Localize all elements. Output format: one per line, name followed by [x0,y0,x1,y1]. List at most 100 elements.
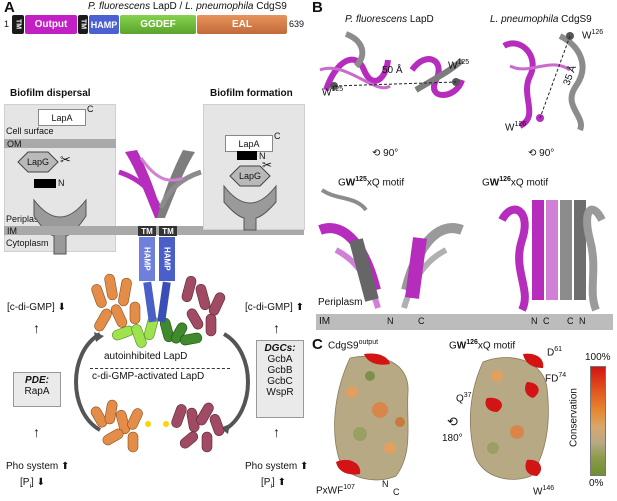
lapa-c-left: C [87,104,94,114]
scissors-icon: ✂ [60,152,71,167]
scale-top-label: 100% [585,352,611,363]
panel-a-letter: A [4,0,15,16]
om-label: OM [7,139,22,149]
rotate-icon: ⟲ [372,148,381,159]
pi-right-label: [Pi] ⬆ [261,477,286,490]
lapd-top-view-ribbon [319,31,465,98]
cycle-arrow-right [220,332,250,434]
lapd-periplasmic-shape-right [223,184,277,231]
motif-left-post: xQ motif [366,177,405,189]
panel-c-motif: GW126xQ motif [449,339,515,351]
hamp-right-block: HAMP [159,237,175,281]
fd74-sup: 74 [558,372,567,379]
lapd-autoinhibited-structure [91,273,226,348]
d61-text: D [547,347,555,359]
domain-eal: EAL [197,15,287,34]
w125-right-text: W [448,60,458,72]
pho-right-label: Pho system ⬆ [245,461,308,472]
dgc-item: GcbC [267,376,293,387]
motif-c-w: W [456,340,467,352]
motif-left-pre: G [338,177,346,189]
panel-b-right-title: L. pneumophila CdgS9 [490,14,592,25]
rotate-180-icon: ⟲ [447,414,458,429]
periplasm-label-b: Periplasm [318,297,363,308]
arrow-up-icon: ⬆ [295,302,304,313]
pxwf-text: PxWF [316,485,344,497]
lapa-anchor-right [237,151,257,160]
domain-output: Output [25,15,77,34]
motif-right-pre: G [482,177,490,189]
rotate-icon: ⟲ [528,148,537,159]
domain-ggdef: GGDEF [120,15,196,34]
species-pf: P. fluorescens [345,14,408,25]
distance-50-label: 50 Å [382,65,403,76]
lapg-shape-left [17,151,59,173]
cdgs9-output-title: CdgS9 [328,340,359,352]
pi-right-text: [P [261,477,271,488]
rotation-left: ⟲ 90° [372,148,398,159]
dgc-item: GcbB [267,365,293,376]
pxwf-sup: 107 [343,484,355,491]
cleaved-lapa-fragment [34,179,56,188]
surface-front-view [334,353,409,481]
panel-b-letter: B [312,0,323,16]
w125-left-sup: 125 [331,86,344,93]
arrow-up-icon: ⬆ [300,461,309,472]
pho-right-text: Pho system [245,461,298,472]
motif-left-sup: 125 [355,176,367,183]
domain-end: 639 [289,19,305,29]
c-label-c: C [393,487,400,497]
arrow-to-cdigmp-left: ↑ [33,320,40,336]
pho-left-text: Pho system [6,461,59,472]
q37-sup: 37 [463,392,472,399]
dgcs-label: DGCs: [264,343,296,354]
pi-close: ] [31,477,34,488]
im-band-b [316,314,613,330]
arrow-down-icon: ⬇ [36,477,45,488]
conservation-scale-bar [590,366,606,476]
species-lp: L. pneumophila [490,14,559,25]
om-band-left [4,139,116,148]
species-lp: L. pneumophila [185,1,254,12]
scissors-icon-right: ✂ [262,158,273,172]
c-label-2: C [543,316,550,326]
dgcs-box: DGCs: GcbA GcbB GcbC WspR [256,340,304,418]
motif-right-label: GW126xQ motif [482,176,548,188]
lapg-label-right: LapG [239,171,262,181]
lapa-c-right: C [274,131,281,141]
arrow-pho-right: ↑ [273,424,280,440]
cdigmp-right-text: [c-di-GMP] [245,302,293,313]
dgc-item: GcbA [267,354,293,365]
panel-c-letter: C [312,336,323,353]
pi-sub: i [270,483,273,490]
im-label: IM [7,226,17,236]
w125-right-sup: 125 [457,59,470,66]
domain-tm1: TM [12,15,24,34]
motif-right-w: W [489,177,500,189]
scale-bottom-label: 0% [589,478,604,489]
n-label-c: N [382,479,389,489]
cytoplasm-label: Cytoplasm [6,238,49,248]
tm-right-tag: TM [159,226,177,236]
arrow-up-icon: ⬆ [277,477,286,488]
w126-top-label: W126 [582,29,603,41]
cdigmp-left-text: [c-di-GMP] [7,302,55,313]
motif-right-post: xQ motif [510,177,549,189]
q37-label: Q37 [456,392,472,404]
w126-top-text: W [582,30,592,42]
w126-bottom-sup: 126 [514,121,527,128]
panel-a-title: P. fluorescens LapD / L. pneumophila Cdg… [88,1,287,12]
arrow-to-cdigmp-right: ↑ [273,320,280,336]
motif-c-pre: G [449,340,457,352]
motif-c-post: xQ motif [477,340,516,352]
title-end: CdgS9 [253,1,287,12]
lapg-shape-right [229,165,271,187]
w146-sup: 146 [542,485,555,492]
pi-left-label: [Pi] ⬇ [20,477,45,490]
conservation-label: Conservation [568,388,580,447]
rotation-right-value: 90° [539,148,555,159]
protein-cdgs9: CdgS9 [558,14,592,25]
lapd-side-view-ribbon [318,188,464,309]
cdigmp-right-label: [c-di-GMP] ⬆ [245,302,304,313]
pi-left-text: [P [20,477,30,488]
